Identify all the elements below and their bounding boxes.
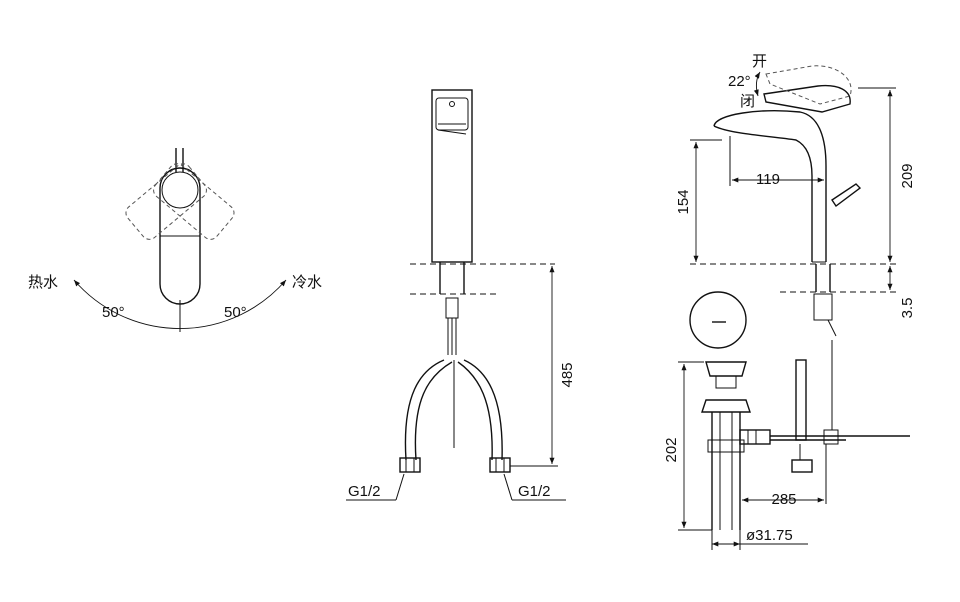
reach-119-label: 119	[756, 171, 780, 188]
spout-height-154-label: 154	[675, 189, 692, 214]
side-view: 开 22° 闭 119 154 209 3.5	[675, 53, 916, 349]
drain-height-202-label: 202	[663, 437, 680, 462]
right-thread-label: G1/2	[518, 483, 551, 500]
faucet-body	[431, 89, 473, 263]
drain-view: 202 285 ø31.75	[663, 340, 910, 550]
height-485-label: 485	[559, 362, 576, 387]
lift-rod	[795, 359, 807, 441]
front-view: 485 G1/2 G1/2	[346, 89, 576, 501]
diameter-label: ø31.75	[746, 527, 793, 544]
spout	[713, 110, 827, 262]
deck-3.5-label: 3.5	[899, 298, 916, 319]
offset-285-label: 285	[771, 491, 796, 508]
lever-angle-label: 22°	[728, 73, 751, 90]
right-angle-label: 50°	[224, 304, 247, 321]
left-fitting	[399, 457, 421, 473]
handle-end-plate	[689, 291, 747, 349]
lever	[763, 84, 851, 113]
drain-connector	[739, 429, 771, 445]
hot-water-label: 热水	[28, 274, 58, 291]
cold-water-label: 冷水	[292, 274, 322, 291]
left-thread-label: G1/2	[348, 483, 381, 500]
lever-open-ghost	[765, 65, 852, 105]
open-label: 开	[752, 53, 767, 70]
left-angle-label: 50°	[102, 304, 125, 321]
close-label: 闭	[740, 93, 755, 110]
right-fitting	[489, 457, 511, 473]
top-view: 热水 冷水 50° 50°	[28, 148, 322, 332]
total-height-209-label: 209	[899, 163, 916, 188]
